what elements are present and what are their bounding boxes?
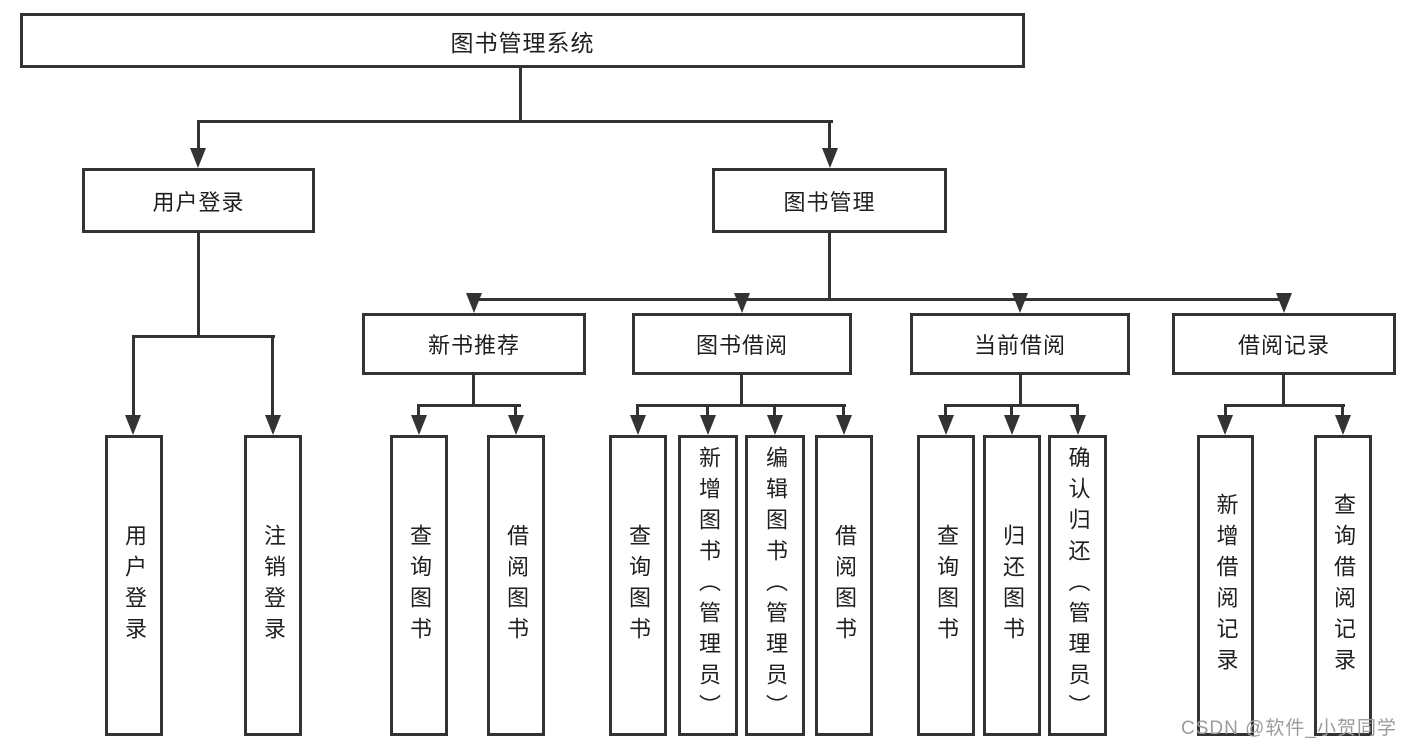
arrow-down-icon: [700, 415, 716, 435]
leaf-add-books-admin-label: 新增图书（管理员）: [696, 446, 721, 725]
connector-line: [197, 233, 200, 338]
leaf-borrow-books-recommend-label: 借阅图书: [504, 523, 529, 648]
connector-line: [1019, 375, 1022, 407]
connector-line: [1224, 404, 1227, 419]
leaf-return-books-label: 归还图书: [1000, 523, 1025, 648]
leaf-borrow-books-label: 借阅图书: [832, 523, 857, 648]
leaf-confirm-return-admin-label: 确认归还（管理员）: [1065, 446, 1091, 725]
connector-line: [417, 404, 420, 419]
arrow-down-icon: [411, 415, 427, 435]
arrow-down-icon: [265, 415, 281, 435]
arrow-down-icon: [836, 415, 852, 435]
connector-line: [271, 335, 274, 419]
arrow-down-icon: [938, 415, 954, 435]
arrow-down-icon: [1012, 293, 1028, 313]
connector-line: [519, 68, 522, 123]
node-book-borrowing: 图书借阅: [632, 313, 852, 375]
node-library-system: 图书管理系统: [20, 13, 1025, 68]
arrow-down-icon: [1217, 415, 1233, 435]
leaf-query-borrow-record-label: 查询借阅记录: [1331, 492, 1356, 679]
leaf-edit-books-admin-label: 编辑图书（管理员）: [763, 446, 788, 725]
arrow-down-icon: [630, 415, 646, 435]
connector-line: [636, 404, 846, 407]
leaf-edit-books-admin: 编辑图书（管理员）: [745, 435, 805, 736]
arrow-down-icon: [734, 293, 750, 313]
leaf-return-books: 归还图书: [983, 435, 1041, 736]
arrow-down-icon: [1004, 415, 1020, 435]
arrow-down-icon: [1335, 415, 1351, 435]
leaf-confirm-return-admin: 确认归还（管理员）: [1048, 435, 1107, 736]
connector-line: [773, 404, 776, 419]
connector-line: [1282, 375, 1285, 407]
node-new-book-recommend: 新书推荐: [362, 313, 586, 375]
leaf-query-borrow-record: 查询借阅记录: [1314, 435, 1372, 736]
connector-line: [197, 120, 833, 123]
leaf-query-books-current-label: 查询图书: [934, 523, 959, 648]
leaf-query-books-recommend: 查询图书: [390, 435, 448, 736]
arrow-down-icon: [466, 293, 482, 313]
node-current-borrowing: 当前借阅: [910, 313, 1130, 375]
leaf-query-books-current: 查询图书: [917, 435, 975, 736]
leaf-add-borrow-record: 新增借阅记录: [1197, 435, 1254, 736]
connector-line: [417, 404, 521, 407]
node-new-book-recommend-label: 新书推荐: [427, 333, 520, 358]
arrow-down-icon: [508, 415, 524, 435]
connector-line: [842, 404, 845, 419]
connector-line: [706, 404, 709, 419]
connector-line: [132, 335, 275, 338]
arrow-down-icon: [1070, 415, 1086, 435]
connector-line: [514, 404, 517, 419]
leaf-add-borrow-record-label: 新增借阅记录: [1213, 492, 1239, 679]
connector-line: [132, 335, 135, 419]
arrow-down-icon: [125, 415, 141, 435]
arrow-down-icon: [190, 148, 206, 168]
leaf-query-books-borrowing: 查询图书: [609, 435, 667, 736]
arrow-down-icon: [822, 148, 838, 168]
leaf-logout: 注销登录: [244, 435, 302, 736]
arrow-down-icon: [767, 415, 783, 435]
connector-line: [1076, 404, 1079, 419]
connector-line: [1224, 404, 1345, 407]
watermark: CSDN @软件_小贺同学: [1181, 718, 1397, 739]
leaf-query-books-recommend-label: 查询图书: [407, 523, 432, 648]
connector-line: [472, 375, 475, 407]
node-user-login: 用户登录: [82, 168, 315, 233]
connector-line: [740, 375, 743, 407]
connector-line: [1010, 404, 1013, 419]
node-book-management-label: 图书管理: [783, 189, 876, 215]
node-borrowing-records: 借阅记录: [1172, 313, 1396, 375]
arrow-down-icon: [1276, 293, 1292, 313]
connector-line: [828, 233, 831, 301]
node-current-borrowing-label: 当前借阅: [973, 333, 1066, 358]
leaf-query-books-borrowing-label: 查询图书: [626, 523, 651, 648]
connector-line: [1341, 404, 1344, 419]
connector-line: [828, 120, 831, 152]
node-user-login-label: 用户登录: [152, 189, 245, 215]
leaf-user-login-label: 用户登录: [122, 523, 147, 648]
leaf-borrow-books-recommend: 借阅图书: [487, 435, 545, 736]
connector-line: [636, 404, 639, 419]
leaf-borrow-books: 借阅图书: [815, 435, 873, 736]
leaf-add-books-admin: 新增图书（管理员）: [678, 435, 738, 736]
leaf-logout-label: 注销登录: [261, 523, 286, 648]
connector-line: [197, 120, 200, 152]
leaf-user-login: 用户登录: [105, 435, 163, 736]
node-borrowing-records-label: 借阅记录: [1237, 333, 1330, 358]
connector-line: [472, 298, 1286, 301]
node-book-management: 图书管理: [712, 168, 947, 233]
node-book-borrowing-label: 图书借阅: [695, 333, 788, 358]
connector-line: [944, 404, 947, 419]
node-library-system-label: 图书管理系统: [450, 29, 595, 56]
